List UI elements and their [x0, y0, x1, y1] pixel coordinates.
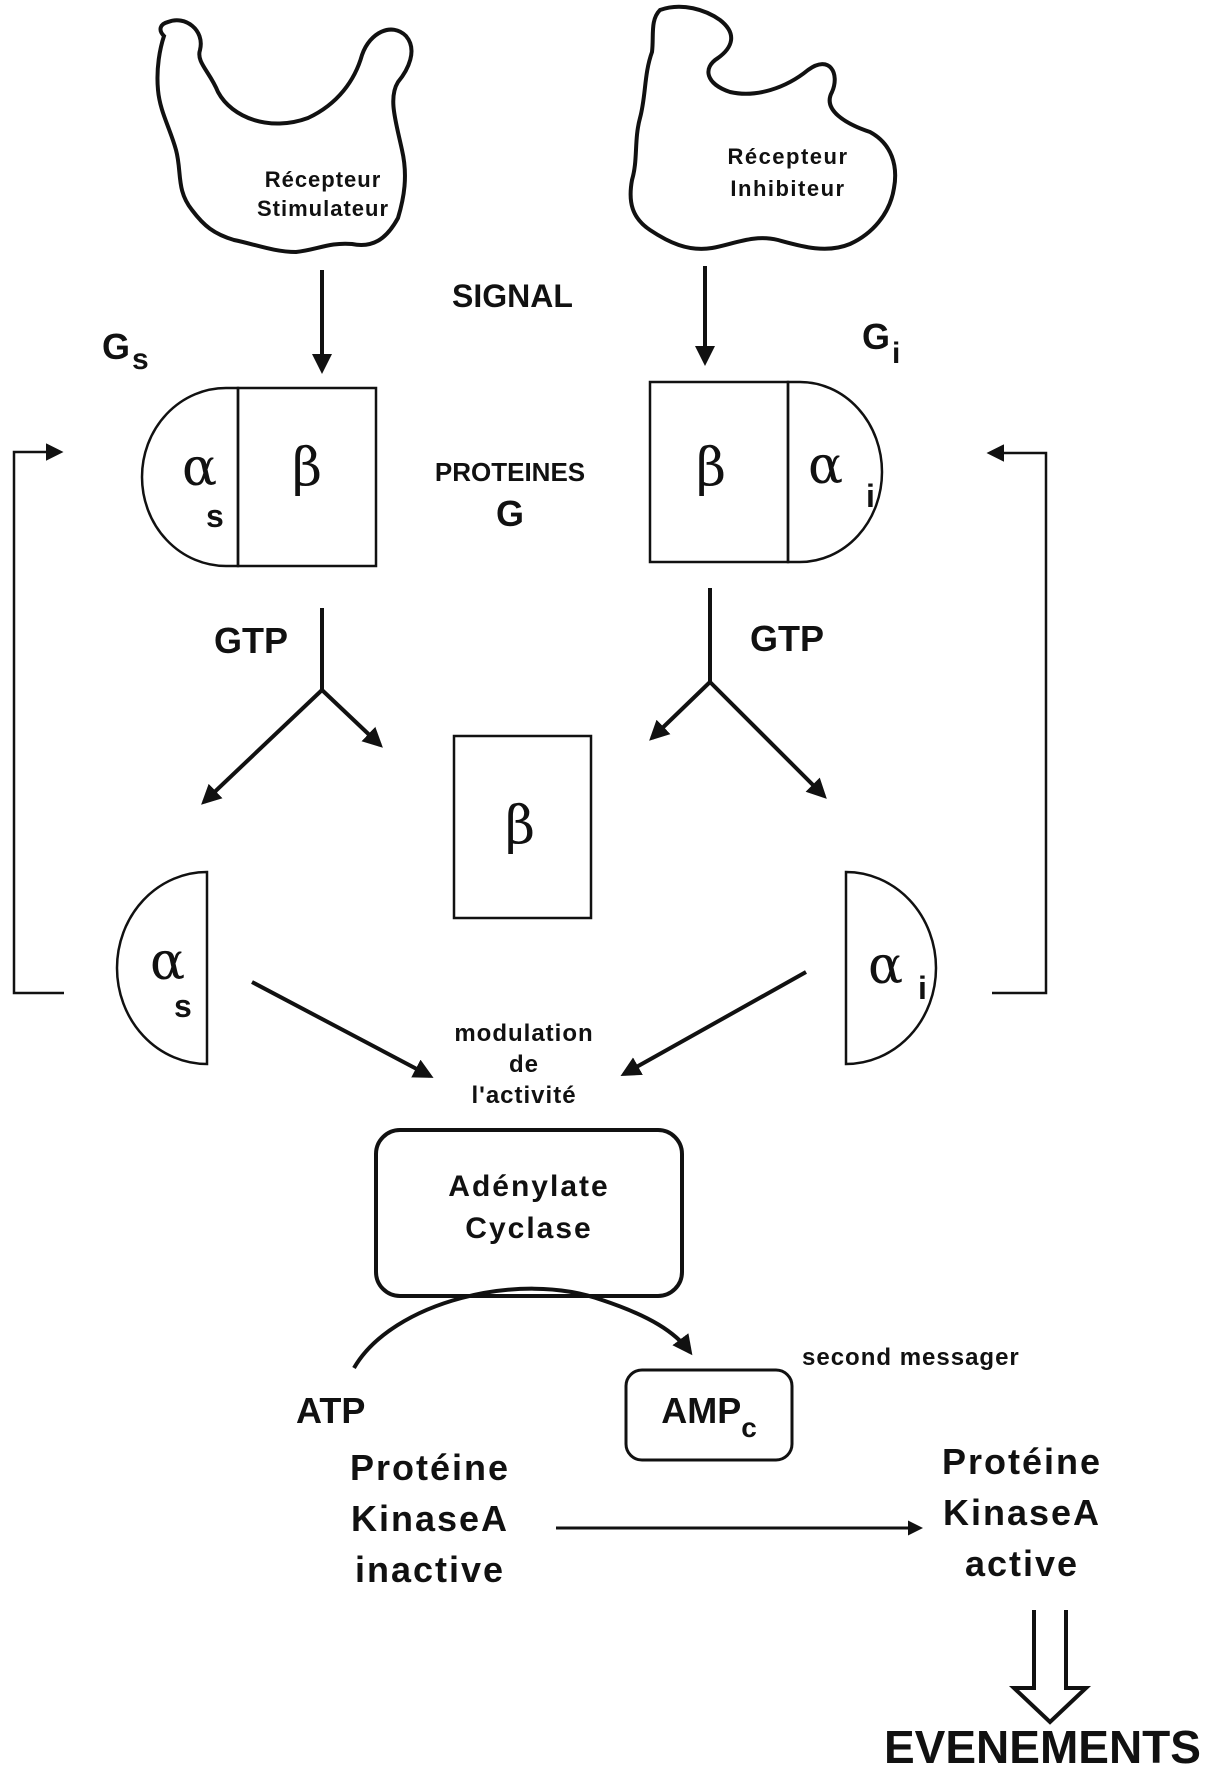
- arrow-alpha-i-to-ac: [624, 972, 806, 1074]
- receptor-stimulator-line1: Récepteur: [228, 165, 418, 194]
- modulation-label: modulation de l'activité: [434, 1018, 614, 1111]
- atp-label: ATP: [296, 1390, 365, 1432]
- gs-letter: G: [102, 326, 130, 367]
- gs-subscript: s: [132, 343, 149, 376]
- gs-alpha-subscript: s: [206, 498, 224, 535]
- arrow-alpha-s-to-ac: [252, 982, 430, 1076]
- free-beta-symbol: β: [505, 796, 535, 856]
- second-messager-label: second messager: [802, 1344, 1020, 1372]
- gtp-right-label: GTP: [750, 618, 824, 660]
- adenylate-line2: Cyclase: [376, 1208, 682, 1250]
- modulation-line3: l'activité: [434, 1080, 614, 1111]
- ampc-text: AMP: [661, 1390, 741, 1431]
- gi-beta-symbol: β: [696, 438, 726, 498]
- gi-alpha-symbol: α: [808, 436, 843, 496]
- receptor-inhibitor-line1: Récepteur: [693, 141, 883, 173]
- proteines-g-label: PROTEINES G: [420, 452, 600, 536]
- signal-label: SIGNAL: [452, 278, 573, 315]
- receptor-inhibitor-line2: Inhibiteur: [693, 173, 883, 205]
- pka-inactive-label: Protéine KinaseA inactive: [310, 1442, 550, 1595]
- arrow-gs-to-alpha: [204, 690, 322, 802]
- receptor-inhibitor-shape: [631, 7, 896, 249]
- free-alpha-i-symbol: α: [868, 936, 903, 996]
- gtp-left-label: GTP: [214, 620, 288, 662]
- pka-inactive-line1: Protéine: [310, 1442, 550, 1493]
- pka-active-label: Protéine KinaseA active: [922, 1436, 1122, 1589]
- proteines-line1: PROTEINES: [420, 452, 600, 492]
- arrow-atp-to-ampc: [354, 1289, 690, 1368]
- feedback-right: [990, 453, 1046, 993]
- free-alpha-s-symbol: α: [150, 932, 185, 992]
- pka-active-line1: Protéine: [922, 1436, 1122, 1487]
- pka-active-line3: active: [922, 1538, 1122, 1589]
- pka-inactive-line3: inactive: [310, 1544, 550, 1595]
- arrow-events: [1014, 1610, 1086, 1722]
- gi-label: Gi: [862, 316, 900, 358]
- arrow-gi-to-beta: [652, 682, 710, 738]
- gi-letter: G: [862, 316, 890, 357]
- proteines-line2: G: [420, 492, 600, 536]
- modulation-line2: de: [434, 1049, 614, 1080]
- free-alpha-s-subscript: s: [174, 988, 192, 1025]
- ampc-subscript: c: [741, 1412, 757, 1443]
- receptor-stimulator-line2: Stimulateur: [228, 194, 418, 223]
- receptor-inhibitor-label: Récepteur Inhibiteur: [693, 141, 883, 205]
- gs-alpha-symbol: α: [182, 438, 217, 498]
- adenylate-line1: Adénylate: [376, 1166, 682, 1208]
- modulation-line1: modulation: [434, 1018, 614, 1049]
- receptor-stimulator-label: Récepteur Stimulateur: [228, 165, 418, 223]
- evenements-label: EVENEMENTS: [884, 1720, 1201, 1774]
- pka-active-line2: KinaseA: [922, 1487, 1122, 1538]
- gi-alpha-subscript: i: [866, 478, 875, 515]
- gs-beta-symbol: β: [292, 438, 322, 498]
- gs-label: Gs: [102, 326, 149, 368]
- feedback-left: [14, 452, 64, 993]
- arrow-gi-to-alpha: [710, 682, 824, 796]
- pka-inactive-line2: KinaseA: [310, 1493, 550, 1544]
- arrow-gs-to-beta: [322, 690, 380, 745]
- ampc-label: AMPc: [626, 1390, 792, 1432]
- free-alpha-i-subscript: i: [918, 970, 927, 1007]
- gi-subscript: i: [892, 337, 900, 370]
- adenylate-cyclase-label: Adénylate Cyclase: [376, 1166, 682, 1250]
